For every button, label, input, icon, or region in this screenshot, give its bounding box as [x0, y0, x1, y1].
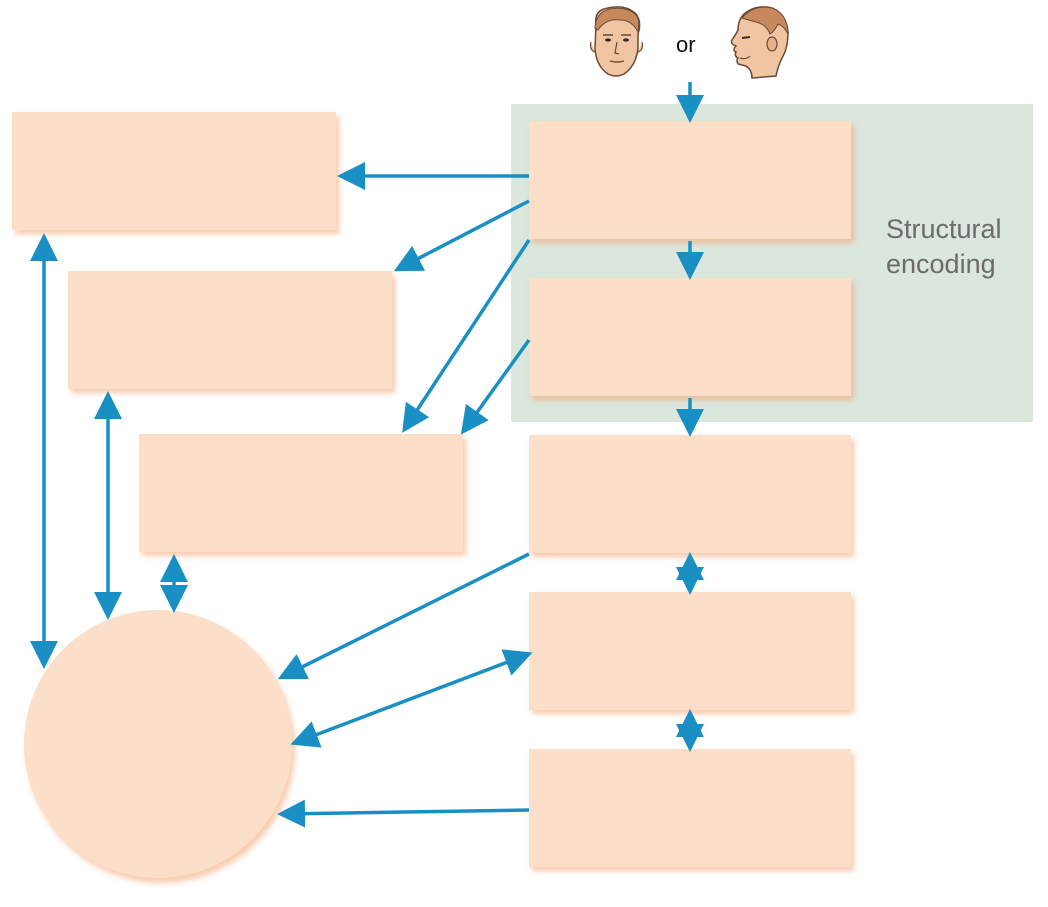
arrow-box1-to-left2 [393, 199, 530, 272]
region-label-line2: encoding [886, 249, 996, 279]
or-label: or [676, 32, 696, 57]
region-label-line1: Structural [886, 214, 1002, 244]
right-box-3 [529, 435, 851, 553]
left-box-1 [12, 112, 336, 230]
central-circle-node [24, 610, 292, 878]
arrow-box5-to-circle [277, 799, 530, 828]
right-box-4 [529, 592, 851, 710]
arrow-box1-to-left3 [402, 239, 531, 433]
left-box-2 [68, 271, 392, 389]
right-box-5 [529, 749, 851, 867]
arrow-box3-to-circle [277, 552, 530, 680]
face-front-icon [589, 6, 644, 77]
left-box-3 [139, 434, 463, 552]
structural-encoding-label: Structural encoding [886, 212, 1026, 282]
right-box-2 [529, 278, 851, 396]
arrow-box2-to-left3 [460, 338, 531, 435]
face-profile-icon [730, 6, 789, 79]
right-box-1 [529, 121, 851, 239]
arrow-box4-circle [290, 649, 533, 748]
